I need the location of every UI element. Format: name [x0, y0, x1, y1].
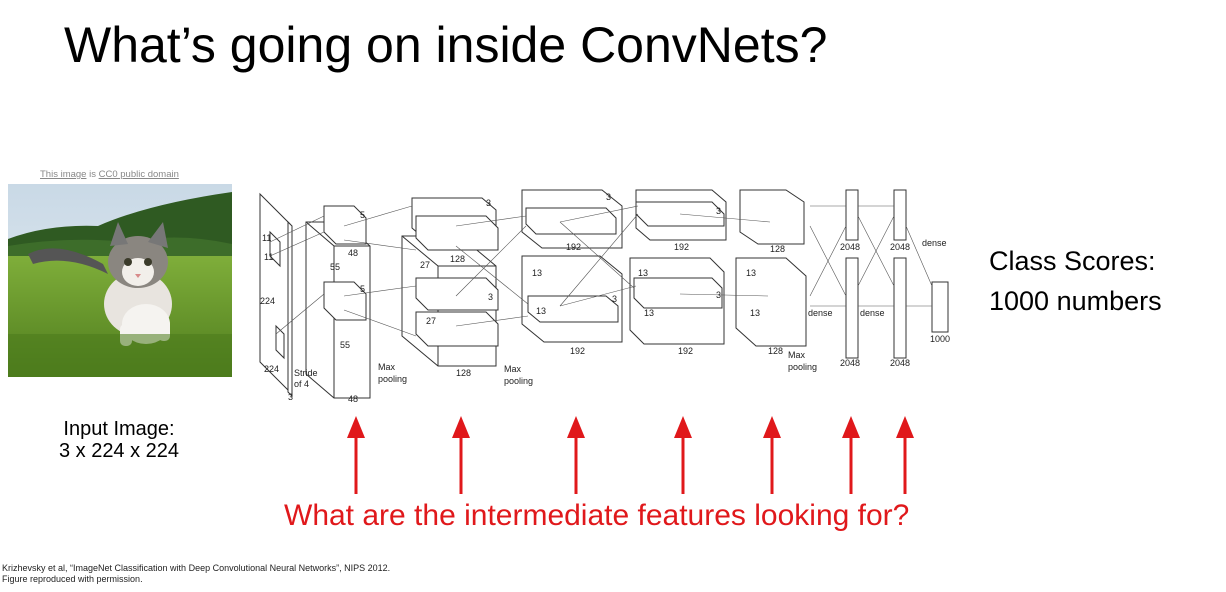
input-volume	[259, 192, 291, 394]
fc7-bottom	[893, 257, 907, 359]
alexnet-architecture-diagram: 11 11 224 224 3 Stride of 4 55 55 48 48 …	[259, 189, 950, 404]
input-caption-line1: Input Image:	[63, 418, 175, 440]
conv5-dim-label: 13	[746, 268, 756, 278]
conv5-depth-label: 128	[770, 244, 785, 254]
conv3-dim-label-2: 13	[536, 306, 546, 316]
fc8-label: 1000	[930, 334, 950, 344]
red-arrow-2	[452, 416, 470, 494]
red-arrow-1	[347, 416, 365, 494]
conv2-dim-label: 27	[420, 260, 430, 270]
conv5-depth-label-2: 128	[768, 346, 783, 356]
conv2-kernel-label: 3	[486, 198, 491, 208]
input-kernel-label-1: 11	[262, 233, 271, 243]
fc6-label-2: 2048	[840, 358, 860, 368]
fc8-layer	[931, 281, 949, 333]
conv2-depth-label-2: 128	[456, 368, 471, 378]
pool3-label-2: pooling	[788, 362, 817, 372]
class-scores-line1: Class Scores:	[989, 246, 1156, 276]
question-text: What are the intermediate features looki…	[284, 499, 910, 532]
conv4-dim-label: 13	[638, 268, 648, 278]
conv3-depth-label-2: 192	[570, 346, 585, 356]
dense-label-2: dense	[860, 308, 885, 318]
red-arrow-6	[842, 416, 860, 494]
class-scores-caption: Class Scores: 1000 numbers	[989, 241, 1162, 321]
input-caption-line2: 3 x 224 x 224	[58, 440, 180, 462]
conv1-depth-label-2: 48	[348, 394, 358, 404]
conv5-volume	[739, 189, 805, 245]
conv2-dim-label-2: 27	[426, 316, 436, 326]
conv1-kernel-label: 5	[360, 210, 365, 220]
conv2-depth-label: 128	[450, 254, 465, 264]
input-kernel-label-2: 11	[264, 252, 273, 262]
red-arrow-7	[896, 416, 914, 494]
conv4-depth-label: 192	[674, 242, 689, 252]
slide-title: What’s going on inside ConvNets?	[64, 17, 828, 73]
pool2-label-1: Max	[504, 364, 522, 374]
dense-label-3: dense	[922, 238, 947, 248]
pool3-label-1: Max	[788, 350, 806, 360]
reference-line2: Figure reproduced with permission.	[2, 574, 143, 584]
input-size-label: 224	[260, 296, 275, 306]
image-credit: This image is CC0 public domain	[40, 169, 179, 180]
license-link[interactable]: CC0 public domain	[98, 169, 179, 180]
kitten-photo	[8, 184, 232, 377]
reference-citation: Krizhevsky et al, “ImageNet Classificati…	[2, 563, 390, 585]
reference-line1: Krizhevsky et al, “ImageNet Classificati…	[2, 563, 391, 573]
conv3-depth-label: 192	[566, 242, 581, 252]
image-credit-link[interactable]: This image	[40, 169, 87, 180]
fc6-bottom	[845, 257, 859, 359]
dense-label-1: dense	[808, 308, 833, 318]
conv4-dim-label-2: 13	[644, 308, 654, 318]
conv3-dim-label: 13	[532, 268, 542, 278]
image-credit-sep: is	[86, 169, 99, 180]
conv1-dim-label: 55	[330, 262, 340, 272]
pool1-label-1: Max	[378, 362, 396, 372]
conv3-kernel-label-2: 3	[612, 294, 617, 304]
feature-arrows	[347, 416, 914, 494]
pool2-label-2: pooling	[504, 376, 533, 386]
conv1-kernel-label-2: 5	[360, 284, 365, 294]
pool1-label-2: pooling	[378, 374, 407, 384]
fc6-top	[845, 189, 859, 241]
red-arrow-3	[567, 416, 585, 494]
class-scores-line2: 1000 numbers	[989, 286, 1162, 316]
fc7-label: 2048	[890, 242, 910, 252]
fc6-label: 2048	[840, 242, 860, 252]
conv3-kernel-label: 3	[606, 192, 611, 202]
fc7-top	[893, 189, 907, 241]
stride-label-1: Stride	[294, 368, 318, 378]
conv5-dim-label-2: 13	[750, 308, 760, 318]
red-arrow-4	[674, 416, 692, 494]
stride-label-2: of 4	[294, 379, 309, 389]
conv4-kernel-label: 3	[716, 206, 721, 216]
fc7-label-2: 2048	[890, 358, 910, 368]
conv1-dim-label-2: 55	[340, 340, 350, 350]
conv4-depth-label-2: 192	[678, 346, 693, 356]
input-size-label-2: 224	[264, 364, 279, 374]
input-image-caption: Input Image: 3 x 224 x 224	[30, 418, 208, 462]
red-arrow-5	[763, 416, 781, 494]
conv2-kernel-label-2: 3	[488, 292, 493, 302]
conv1-depth-label: 48	[348, 248, 358, 258]
conv4-kernel-label-2: 3	[716, 290, 721, 300]
input-channels-label: 3	[288, 392, 293, 402]
